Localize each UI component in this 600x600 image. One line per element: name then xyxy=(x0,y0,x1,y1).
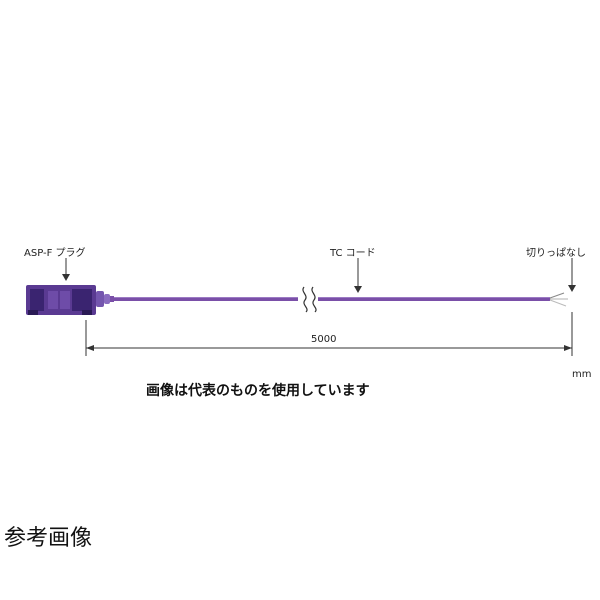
dimension-line xyxy=(85,312,573,356)
tc-cord xyxy=(112,297,550,301)
plug-label-arrow xyxy=(62,258,70,281)
unit-label: mm xyxy=(572,369,592,380)
plug-label: ASP-F プラグ xyxy=(24,248,86,259)
length-dimension: 5000 xyxy=(311,334,337,345)
reference-image-caption: 参考画像 xyxy=(4,526,93,551)
end-label-arrow xyxy=(568,258,576,292)
cord-label: TC コード xyxy=(330,248,376,259)
cut-wire-ends xyxy=(549,292,568,307)
asp-f-plug xyxy=(26,285,114,315)
cord-label-arrow xyxy=(354,258,362,293)
break-mark xyxy=(302,286,317,313)
end-label: 切りっぱなし xyxy=(526,248,586,259)
representative-image-notice: 画像は代表のものを使用しています xyxy=(146,383,370,399)
